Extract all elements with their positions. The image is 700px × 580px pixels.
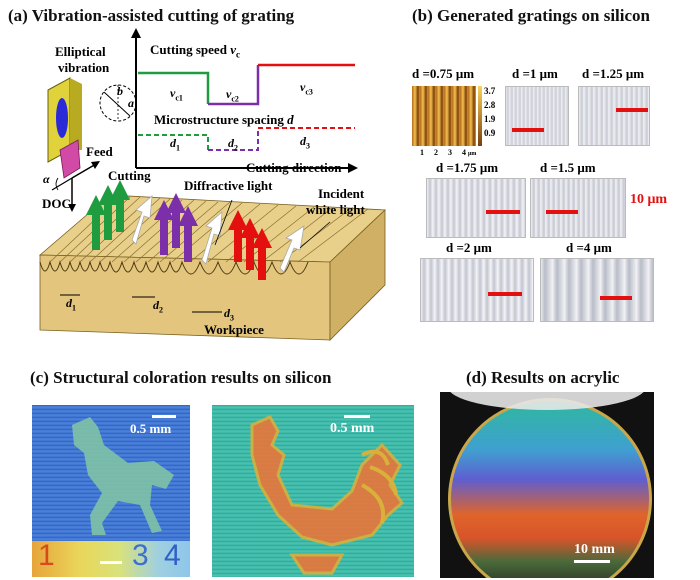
d1-chart-label: d1: [170, 136, 180, 153]
d2-groove-label: d2: [153, 298, 163, 315]
scalebar-6: [600, 296, 632, 300]
grating-2um: [420, 258, 534, 322]
cutting-label: Cutting: [108, 168, 151, 183]
panel-a-diagram: [38, 28, 386, 341]
grating-label-1: d =1 μm: [512, 66, 558, 81]
incident-label-2: white light: [306, 202, 365, 217]
grating-4um: [540, 258, 654, 322]
grating-label-4: d =1.5 μm: [540, 160, 596, 175]
white-arrow-3: [279, 225, 305, 273]
scalebar-4: [546, 210, 578, 214]
grating-1um: [505, 86, 569, 146]
panel-b-title: (b) Generated gratings on silicon: [412, 6, 650, 25]
workpiece-side: [329, 209, 386, 341]
b-label: b: [117, 84, 123, 98]
scalebar-c2: 0.5 mm: [330, 421, 375, 436]
elliptical-label: Elliptical: [55, 44, 106, 59]
horse-image: 0.5 mm 1 3 4: [32, 405, 190, 577]
grating-1-25um: [578, 86, 650, 146]
d3-groove-label: d3: [224, 306, 234, 323]
d2-chart-label: d2: [228, 136, 238, 153]
scalebar-1: [512, 128, 544, 132]
d1-groove-label: d1: [66, 296, 76, 313]
speed-vc1: [138, 71, 210, 104]
grating-label-3: d =1.75 μm: [436, 160, 499, 175]
grating-label-0: d =0.75 μm: [412, 66, 475, 81]
grating-label-6: d =4 μm: [566, 240, 612, 255]
vc1-label: vc1: [170, 86, 183, 103]
scalebar-d: 10 mm: [574, 542, 615, 557]
white-arrow-1: [131, 195, 153, 245]
scalebar-c2-line: [344, 415, 370, 418]
tool-ellipse: [56, 98, 68, 138]
vibration-label: vibration: [58, 60, 110, 75]
rooster-image: 0.5 mm: [212, 405, 414, 577]
doc-label: DOC: [42, 196, 71, 211]
panel-c-title: (c) Structural coloration results on sil…: [30, 368, 332, 387]
spacing-axis-label: Microstructure spacing d: [154, 112, 294, 127]
groove-profile: [39, 260, 309, 275]
speed-axis-label: Cutting speed vc: [150, 42, 240, 60]
scalebar-c1: 0.5 mm: [130, 421, 172, 436]
horse-silhouette: [72, 417, 174, 535]
digit-1: 1: [38, 539, 55, 572]
scalebar-c1-line: [152, 415, 176, 418]
acrylic-photo: 10 mm: [440, 392, 654, 578]
alpha-label: α: [43, 172, 50, 186]
incident-label-1: Incident: [318, 186, 365, 201]
purple-arrows: [154, 193, 198, 262]
afm-image: [412, 86, 476, 146]
spacing-d1: [138, 134, 209, 150]
scalebar-c-digits: [100, 561, 122, 564]
grating-label-2: d =1.25 μm: [582, 66, 645, 81]
panel-a-title: (a) Vibration-assisted cutting of gratin…: [8, 6, 295, 25]
digit-4: 4: [164, 539, 181, 572]
red-arrows: [228, 210, 272, 280]
diffractive-label: Diffractive light: [184, 178, 273, 193]
vc2-label: vc2: [226, 87, 239, 104]
white-arrow-2: [201, 211, 223, 265]
workpiece-label: Workpiece: [204, 322, 264, 337]
scalebar-3: [486, 210, 520, 214]
spacing-d2: [208, 128, 259, 151]
d3-chart-label: d3: [300, 134, 310, 151]
a-label: a: [128, 96, 134, 110]
afm-colorbar: [478, 86, 482, 146]
rooster-silhouette: [250, 415, 404, 575]
tool-tip: [59, 139, 81, 179]
scalebar-2: [616, 108, 648, 112]
direction-label: Cutting direction: [246, 160, 342, 175]
acrylic-disc: [448, 398, 652, 578]
feed-label: Feed: [86, 144, 113, 159]
panel-d-title: (d) Results on acrylic: [466, 368, 620, 387]
digit-3: 3: [132, 539, 149, 572]
digits-strip: [32, 541, 190, 577]
green-arrows: [86, 180, 130, 250]
grating-1-5um: [530, 178, 626, 238]
grating-1-75um: [426, 178, 526, 238]
scale-10um: 10 μm: [630, 192, 668, 207]
vc3-label: vc3: [300, 80, 313, 97]
speed-vc2: [208, 65, 260, 106]
scalebar-d-line: [574, 560, 610, 563]
grating-label-5: d =2 μm: [446, 240, 492, 255]
scalebar-5: [488, 292, 522, 296]
